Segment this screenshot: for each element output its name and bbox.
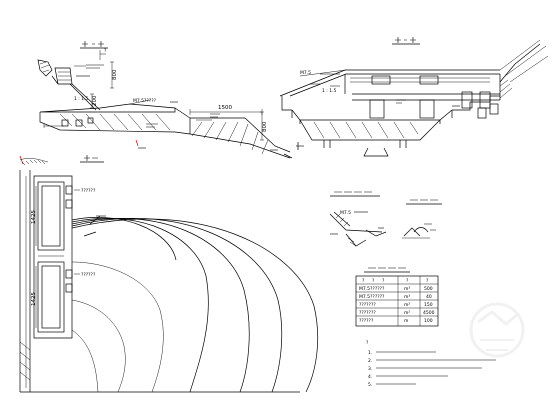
quantity-table: ? ? ? ? ? M7.5?????? m³ 500 M7.5?????? m… <box>355 267 439 327</box>
table-row-1-value: 40 <box>426 294 432 300</box>
dim-mid-200: 200 <box>92 95 98 106</box>
table-row-1-unit: m³ <box>404 294 410 300</box>
slope-ratio-right: 1 : 1.5 <box>322 88 337 94</box>
dim-span-1500: 1500 <box>218 105 232 111</box>
notes-block: ? 1. 2. 3. 4. 5. <box>366 340 496 388</box>
note-3-number: 3. <box>368 366 372 372</box>
detail-right <box>402 199 442 239</box>
note-5-number: 5. <box>368 382 372 388</box>
plan-dim-lower: 1425 <box>31 292 37 306</box>
plan-dim-upper: 1425 <box>31 210 37 224</box>
table-row-3-unit: m² <box>404 311 410 316</box>
plan-callout-lower: ?????? <box>81 272 96 278</box>
table-header-3: ? <box>406 278 409 284</box>
section-right-mortar-label: M7.5 <box>300 70 311 76</box>
table-row-4-unit: m <box>404 319 408 324</box>
note-1-number: 1. <box>368 350 372 356</box>
detail-left: M7.5 <box>329 191 387 247</box>
table-row-4-value: 100 <box>424 318 433 324</box>
section-right: M7.5 1 : 1.5 <box>279 37 549 157</box>
section-left-title <box>80 41 108 49</box>
section-left-mortar-label: M7.5????? <box>133 98 157 104</box>
watermark <box>469 302 525 358</box>
slope-ratio-left: 1 : 1.5 <box>74 96 89 102</box>
table-header-2: ? <box>382 278 385 284</box>
table-row-1-item: M7.5?????? <box>359 294 385 300</box>
table-row-3-item: ??????? <box>359 310 376 316</box>
detail-left-mortar-label: M7.5 <box>340 210 351 216</box>
table-row-0-value: 500 <box>424 286 433 292</box>
table-row-2-unit: m² <box>404 303 410 308</box>
plan-view: 1425 1425 ?????? ?????? <box>19 155 319 393</box>
note-2-number: 2. <box>368 358 372 364</box>
table-row-4-item: ?????? <box>359 318 374 324</box>
note-4-number: 4. <box>368 374 372 380</box>
plan-callout-upper: ?????? <box>81 188 96 194</box>
dim-top-800: 800 <box>112 69 118 80</box>
table-row-0-unit: m³ <box>404 286 410 292</box>
table-header-1: ? <box>372 278 375 284</box>
table-row-0-item: M7.5?????? <box>359 286 385 292</box>
section-left: 800 ? 1 : 1.5 200 M7.5????? 1500 <box>37 41 293 159</box>
table-row-2-item: ??????? <box>359 302 376 308</box>
notes-heading: ? <box>366 340 369 346</box>
dim-right-800: 800 <box>262 121 268 132</box>
table-row-3-value: 4500 <box>423 310 435 316</box>
section-left-qmark: ? <box>104 48 107 54</box>
table-header-0: ? <box>362 278 365 284</box>
table-header-4: ? <box>426 278 429 284</box>
table-row-2-value: 150 <box>424 302 433 308</box>
